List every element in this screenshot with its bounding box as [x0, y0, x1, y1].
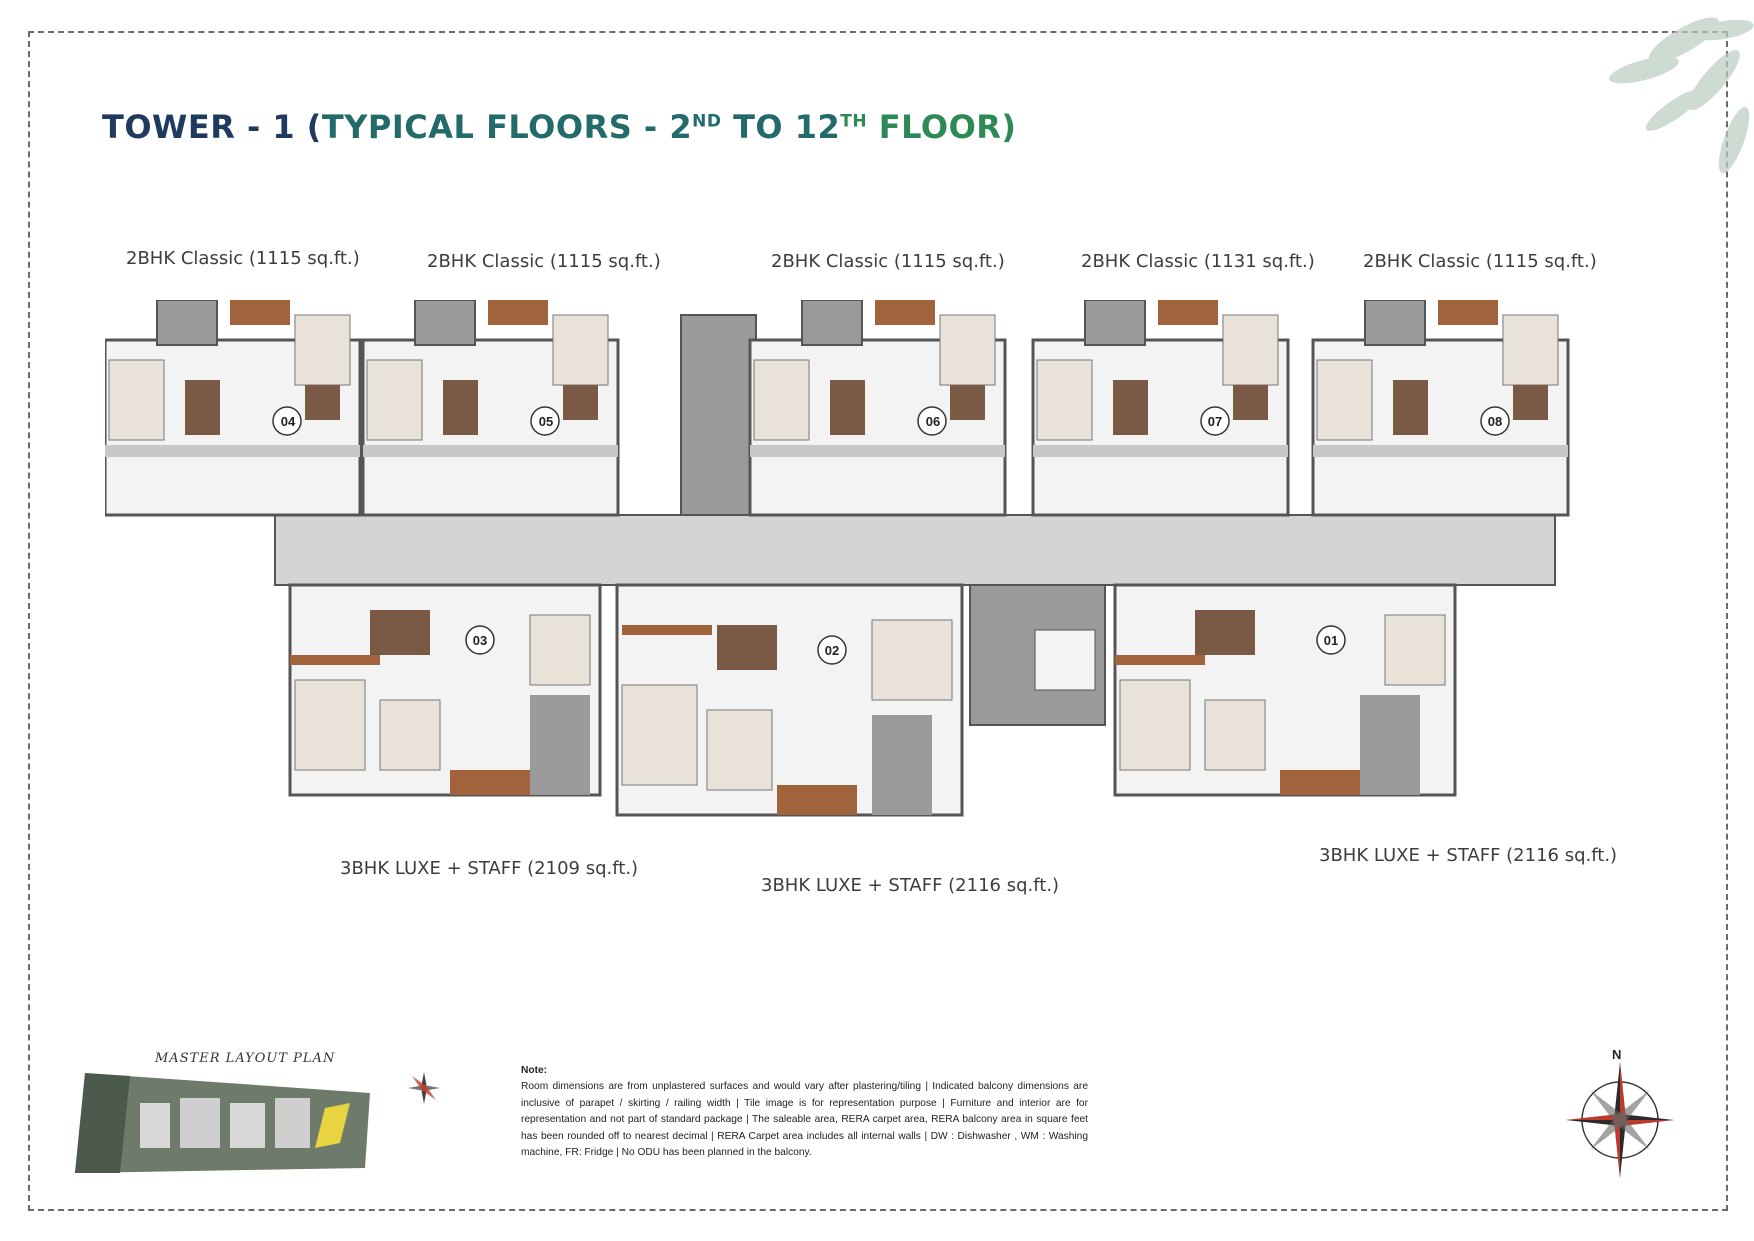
master-layout-title: MASTER LAYOUT PLAN: [155, 1051, 336, 1066]
unit-08: [1311, 300, 1570, 517]
north-label: N: [1612, 1047, 1622, 1062]
unit-number-02: 02: [824, 643, 840, 658]
unit-07: [1031, 300, 1290, 517]
unit-number-04: 04: [280, 414, 296, 429]
unit-06: [748, 300, 1007, 517]
unit-number-03: 03: [472, 633, 488, 648]
unit-number-06: 06: [925, 414, 941, 429]
page-border: [28, 31, 1728, 1211]
compass-small-icon: [408, 1072, 440, 1104]
floor-plan: [105, 300, 1570, 817]
unit-05: [361, 300, 620, 517]
note-text: Room dimensions are from unplastered sur…: [521, 1081, 1088, 1159]
note-title: Note:: [521, 1065, 548, 1076]
unit-label-04: 2BHK Classic (1115 sq.ft.): [126, 248, 360, 269]
notes-block: Note: Room dimensions are from unplaster…: [521, 1063, 1088, 1161]
unit-label-07: 2BHK Classic (1131 sq.ft.): [1081, 251, 1315, 272]
common-corridor: [274, 514, 1556, 586]
unit-number-07: 07: [1207, 414, 1223, 429]
stair-core-top: [680, 314, 757, 516]
page-title: TOWER - 1 (TYPICAL FLOORS - 2ND TO 12TH …: [102, 108, 1017, 146]
unit-number-08: 08: [1487, 414, 1503, 429]
unit-label-01: 3BHK LUXE + STAFF (2116 sq.ft.): [1319, 845, 1618, 866]
unit-label-02: 3BHK LUXE + STAFF (2116 sq.ft.): [761, 875, 1060, 896]
unit-label-05: 2BHK Classic (1115 sq.ft.): [427, 251, 661, 272]
compass-rose-icon: [1566, 1062, 1674, 1178]
unit-01: [1113, 583, 1457, 797]
unit-number-01: 01: [1323, 633, 1339, 648]
unit-02: [615, 583, 964, 817]
unit-04: [105, 300, 362, 517]
unit-03: [288, 583, 602, 797]
unit-label-03: 3BHK LUXE + STAFF (2109 sq.ft.): [340, 858, 639, 879]
master-layout-image: [75, 1073, 370, 1173]
unit-label-08: 2BHK Classic (1115 sq.ft.): [1363, 251, 1597, 272]
unit-label-06: 2BHK Classic (1115 sq.ft.): [771, 251, 1005, 272]
unit-number-05: 05: [538, 414, 554, 429]
leaf-decoration: [1609, 17, 1754, 174]
